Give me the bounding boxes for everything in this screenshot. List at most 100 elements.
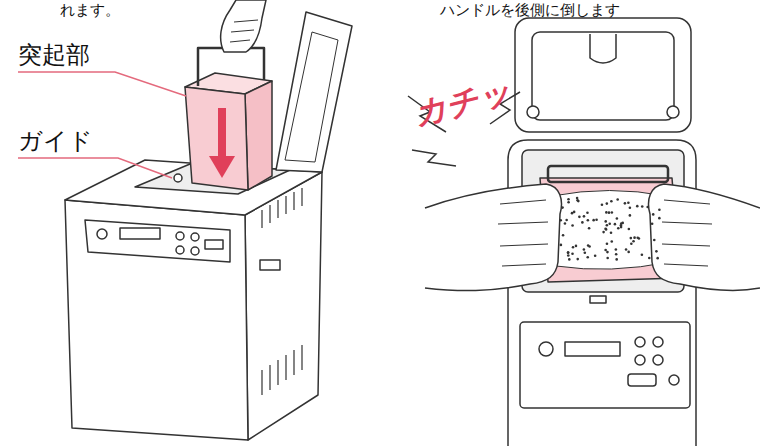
dough-dot	[627, 251, 630, 254]
dough-dot	[605, 211, 608, 214]
dough-dot	[576, 258, 579, 261]
dough-dot	[608, 211, 611, 214]
dough-dot	[602, 231, 605, 234]
dough-dot	[586, 211, 589, 214]
lid-window	[285, 32, 338, 162]
machine-lid	[276, 12, 352, 172]
button	[653, 337, 663, 347]
dough-dot	[651, 222, 654, 225]
dough-dot	[629, 206, 632, 209]
right-hand	[649, 184, 760, 291]
dough-dot	[567, 251, 570, 254]
dough-dot	[610, 240, 613, 243]
pan-side	[245, 81, 272, 190]
display	[120, 228, 160, 239]
dough-dot	[560, 244, 563, 247]
button	[669, 375, 679, 385]
dough-dot	[632, 240, 635, 243]
leader-line	[18, 158, 172, 178]
button	[205, 240, 223, 249]
dough-dot	[630, 237, 633, 240]
dough-dot	[653, 239, 656, 242]
dough-dot	[615, 248, 618, 251]
dough-texture	[559, 197, 660, 261]
dough-dot	[611, 211, 614, 214]
dough-dot	[606, 202, 609, 205]
machine-side	[245, 172, 322, 440]
side-vents	[262, 188, 302, 395]
dough-dot	[606, 251, 609, 254]
control-panel	[85, 220, 230, 262]
button	[635, 337, 645, 347]
dough-dot	[656, 257, 659, 260]
instruction-text: れます。	[60, 2, 120, 19]
hinge	[667, 106, 679, 118]
dough-dot	[610, 200, 613, 203]
instruction-text: ハンドルを後側に倒します	[440, 2, 620, 19]
dough-dot	[587, 244, 590, 247]
dough-dot	[630, 242, 633, 245]
dough-dot	[571, 224, 574, 227]
machine-lid	[515, 18, 691, 132]
button	[191, 233, 199, 241]
dough-dot	[610, 231, 613, 234]
dough-dot	[577, 200, 580, 203]
dough-dot	[652, 213, 655, 216]
button	[628, 374, 656, 386]
dough-dot	[572, 246, 575, 249]
button	[176, 246, 184, 254]
dough-dot	[655, 250, 658, 253]
dough-dot	[592, 219, 595, 222]
pan-handle	[548, 166, 668, 182]
left-hand	[425, 184, 561, 291]
dough-dot	[616, 198, 619, 201]
dial	[97, 229, 107, 239]
lid-handle	[590, 34, 616, 63]
dough-dot	[588, 227, 591, 230]
part-name: 突起部	[18, 42, 90, 70]
dough-dot	[616, 217, 619, 220]
dough-dot	[625, 248, 628, 251]
dough-dot	[641, 253, 644, 256]
dough-dot	[646, 206, 649, 209]
dough-dot	[595, 218, 598, 221]
display	[565, 342, 620, 356]
dough-dot	[633, 236, 636, 239]
dough-dot	[587, 219, 590, 222]
button	[635, 355, 645, 365]
pan-front	[185, 87, 248, 190]
dough-dot	[565, 219, 568, 222]
dough-dot	[581, 221, 584, 224]
down-arrow	[209, 108, 235, 178]
dough-dot	[567, 251, 570, 254]
dough-dot	[601, 203, 604, 206]
dough-dot	[594, 254, 597, 257]
dough-dot	[621, 222, 624, 225]
dough-dot	[583, 215, 586, 218]
dough-dot	[559, 219, 562, 222]
dial	[539, 342, 553, 356]
dough-dot	[624, 202, 627, 205]
dough-dot	[617, 227, 620, 230]
dough-dot	[658, 217, 661, 220]
dough-dot	[606, 224, 609, 227]
dough-dot	[615, 253, 618, 256]
dough-dot	[586, 256, 589, 259]
button	[191, 247, 199, 255]
slot	[590, 296, 606, 303]
fingers	[662, 200, 712, 266]
dough-dot	[561, 206, 564, 209]
dough-dot	[606, 243, 609, 246]
dough-dot	[620, 226, 623, 229]
dough-dot	[641, 205, 644, 208]
dough-dot	[636, 205, 639, 208]
leader-line	[18, 72, 186, 96]
side-handle	[260, 260, 280, 270]
dough-dot	[658, 208, 661, 211]
dough-dot	[564, 222, 567, 225]
control-panel	[520, 322, 690, 408]
dough-dot	[584, 252, 587, 255]
dough-dot	[604, 227, 607, 230]
dough-dot	[615, 258, 618, 261]
